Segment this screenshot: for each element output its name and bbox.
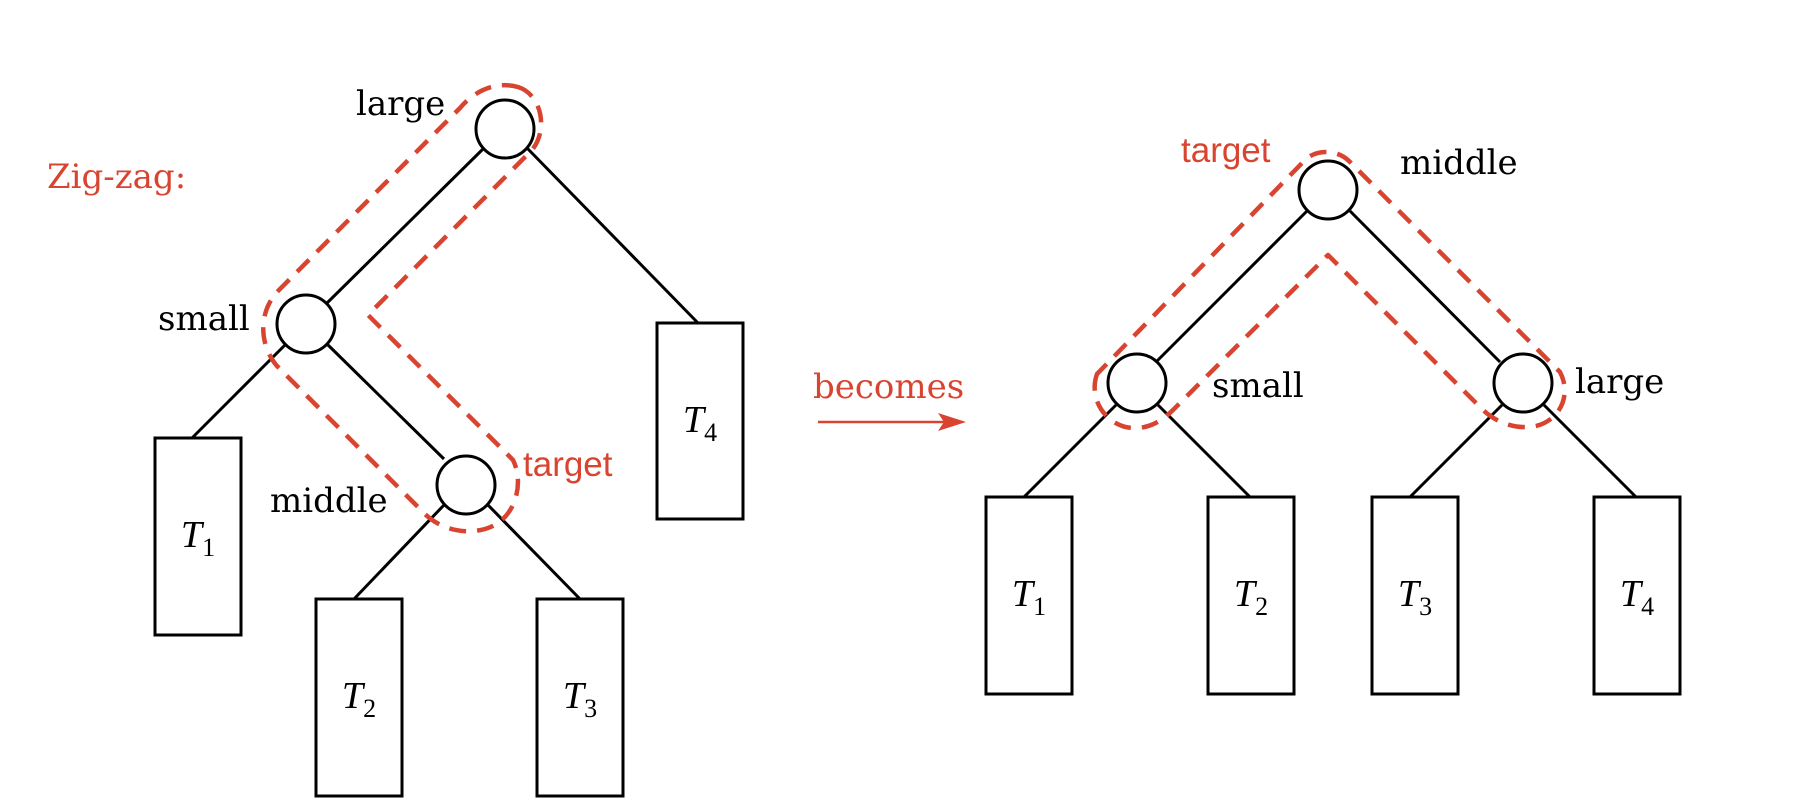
subtree-t3: T3 [535, 597, 625, 798]
subtree-t4: T4 [655, 321, 745, 521]
before-tree: large small middle target T1 T2 T3 T4 [153, 82, 745, 798]
label-middle-after: middle [1400, 143, 1518, 183]
subtree-t3-after: T3 [1370, 495, 1460, 696]
svg-text:T4: T4 [683, 399, 717, 447]
subtree-t2: T2 [314, 597, 404, 798]
svg-text:T3: T3 [1398, 573, 1432, 621]
before-zigzag-highlight [261, 82, 544, 534]
label-target-before: target [523, 445, 613, 484]
label-small-after: small [1212, 366, 1304, 406]
label-middle: middle [270, 481, 388, 521]
subtree-t2-after: T2 [1206, 495, 1296, 696]
node-small [275, 293, 337, 355]
node-large [474, 98, 536, 160]
edge-middle-large [1348, 209, 1502, 364]
subtree-t1: T1 [153, 436, 243, 637]
node-large-after [1492, 352, 1554, 414]
after-zigzag-highlight [1092, 149, 1567, 431]
edge-large-small [324, 146, 486, 306]
node-middle-target [435, 454, 497, 516]
label-large-after: large [1575, 362, 1664, 402]
label-small: small [158, 299, 250, 339]
svg-text:T1: T1 [1012, 573, 1046, 621]
svg-text:T2: T2 [1234, 573, 1268, 621]
edge-large-t4 [525, 146, 700, 325]
becomes-label: becomes [813, 367, 964, 407]
node-small-after [1106, 352, 1168, 414]
edge-large-t4-after [1542, 403, 1638, 499]
node-middle-root [1297, 159, 1359, 221]
zig-zag-heading: Zig-zag: [47, 157, 186, 197]
edge-middle-t2 [352, 503, 446, 601]
edge-middle-small [1154, 209, 1309, 364]
becomes-connector: becomes [813, 367, 966, 431]
edge-small-middle [325, 342, 446, 461]
after-tree: target middle small large T1 T2 T3 T4 [984, 131, 1682, 696]
svg-text:T2: T2 [342, 675, 376, 723]
label-target-after: target [1181, 131, 1271, 170]
subtree-t4-after: T4 [1592, 495, 1682, 696]
svg-text:T3: T3 [563, 675, 597, 723]
svg-text:T4: T4 [1620, 573, 1654, 621]
edge-large-t3-after [1408, 403, 1504, 499]
subtree-t1-after: T1 [984, 495, 1074, 696]
svg-text:T1: T1 [181, 514, 215, 562]
becomes-arrow-head [938, 413, 966, 431]
label-large: large [356, 84, 445, 124]
edge-small-t1-after [1022, 403, 1118, 499]
edge-small-t2-after [1156, 403, 1252, 499]
